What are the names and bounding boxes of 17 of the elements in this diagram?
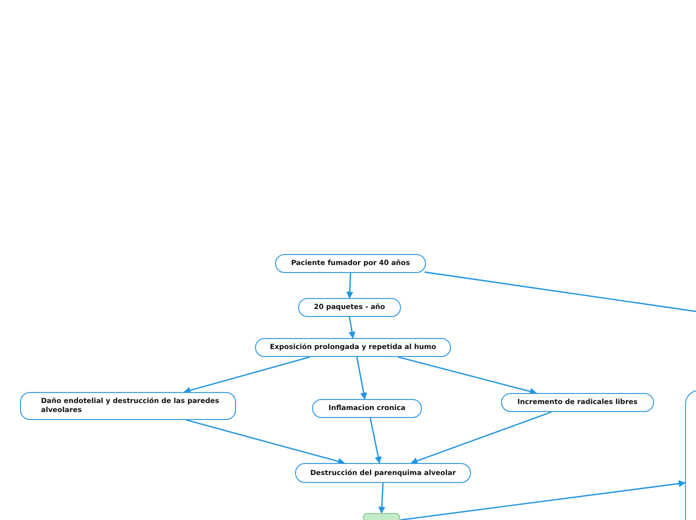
arrow	[398, 356, 537, 395]
process-box	[255, 338, 451, 357]
process-box	[501, 393, 654, 412]
process-box	[295, 463, 471, 483]
arrow	[183, 356, 310, 394]
arrow	[370, 418, 382, 464]
arrow	[356, 356, 368, 400]
arrow	[400, 480, 686, 520]
arrow	[410, 411, 552, 464]
arrow	[186, 419, 345, 465]
arrow	[378, 482, 386, 514]
arrow	[348, 316, 356, 339]
process-box	[275, 254, 426, 273]
process-box	[20, 392, 236, 420]
arrow	[346, 272, 354, 299]
process-box	[312, 399, 422, 418]
process-box	[298, 298, 401, 317]
